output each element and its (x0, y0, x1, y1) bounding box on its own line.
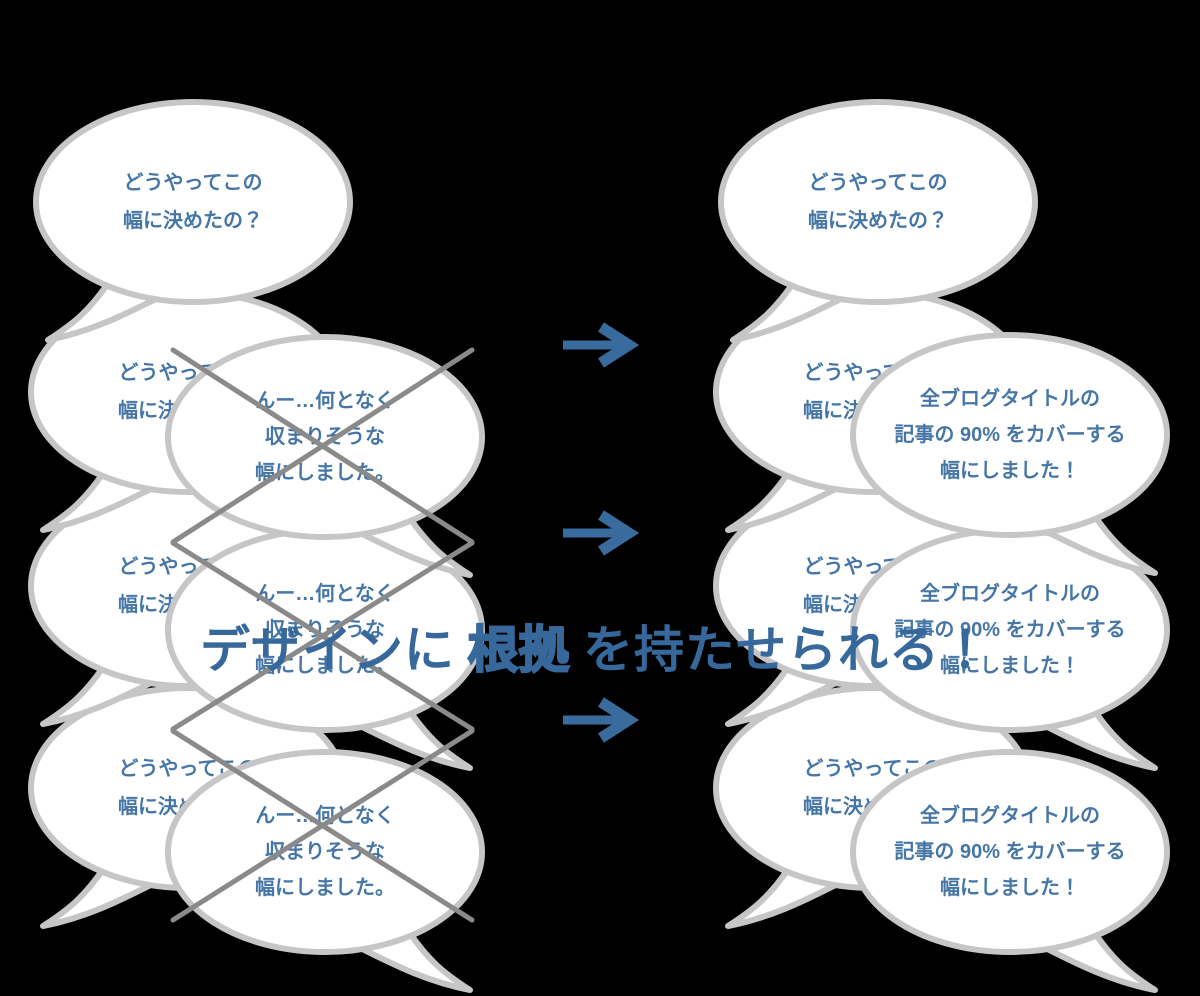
bubble-text: 全ブログタイトルの 記事の 90% をカバーする 幅にしました！ (863, 329, 1157, 541)
bubble-line: 幅に決めたの？ (808, 210, 948, 232)
bubble-line: 記事の 90% をカバーする (894, 424, 1126, 446)
vague-answer-bubble: んー…何となく 収まりそうな 幅にしました。 (160, 331, 490, 581)
headline: デザインに 根拠 を持たせられる！ (200, 614, 991, 679)
cross-out-icon (170, 540, 475, 732)
bubble-line: どうやってこの (123, 172, 263, 194)
grounded-answer-bubble: 全ブログタイトルの 記事の 90% をカバーする 幅にしました！ (845, 524, 1175, 774)
question-bubble: どうやってこの 幅に決めたの？ (28, 96, 358, 346)
headline-suffix: を持たせられる！ (583, 622, 991, 678)
bubble-line: 幅に決めたの？ (123, 210, 263, 232)
bubble-text: どうやってこの 幅に決めたの？ (731, 96, 1025, 308)
bubble-line: 収まりそうな (265, 426, 385, 448)
right-arrow-icon (563, 322, 640, 368)
cross-out-icon (170, 347, 475, 545)
bubble-text: 全ブログタイトルの 記事の 90% をカバーする 幅にしました！ (863, 524, 1157, 736)
vague-answer-bubble: んー…何となく 収まりそうな 幅にしました。 (160, 524, 490, 774)
bubble-text: んー…何となく 収まりそうな 幅にしました。 (178, 331, 472, 543)
bubble-line: 記事の 90% をカバーする (894, 619, 1126, 641)
bubble-line: 記事の 90% をカバーする (894, 841, 1126, 863)
bubble-text: どうやってこの 幅に決めたの？ (46, 96, 340, 308)
illustration-canvas: { "colors": { "background": "#000000", "… (28, 96, 1175, 768)
bubble-line: 幅にしました！ (940, 877, 1080, 899)
cross-out-icon (170, 728, 475, 923)
bubble-line: んー…何となく (255, 390, 395, 412)
headline-prefix: デザインに (200, 622, 455, 678)
bubble-line: 幅にしました！ (940, 460, 1080, 482)
bubble-line: 幅にしました！ (940, 655, 1080, 677)
bubble-text: 全ブログタイトルの 記事の 90% をカバーする 幅にしました！ (863, 746, 1157, 958)
question-bubble: どうやってこの 幅に決めたの？ (713, 96, 1043, 346)
right-arrow-icon (563, 697, 640, 743)
bubble-text: んー…何となく 収まりそうな 幅にしました。 (178, 524, 472, 736)
bubble-line: んー…何となく (255, 583, 395, 605)
right-arrow-icon (563, 510, 640, 556)
bubble-line: 全ブログタイトルの (920, 388, 1100, 410)
grounded-answer-bubble: 全ブログタイトルの 記事の 90% をカバーする 幅にしました！ (845, 746, 1175, 996)
bubble-line: 全ブログタイトルの (920, 583, 1100, 605)
grounded-answer-bubble: 全ブログタイトルの 記事の 90% をカバーする 幅にしました！ (845, 329, 1175, 579)
bubble-line: 全ブログタイトルの (920, 805, 1100, 827)
bubble-line: 収まりそうな (265, 619, 385, 641)
headline-emphasis: 根拠 (467, 621, 570, 679)
bubble-line: どうやってこの (808, 172, 948, 194)
